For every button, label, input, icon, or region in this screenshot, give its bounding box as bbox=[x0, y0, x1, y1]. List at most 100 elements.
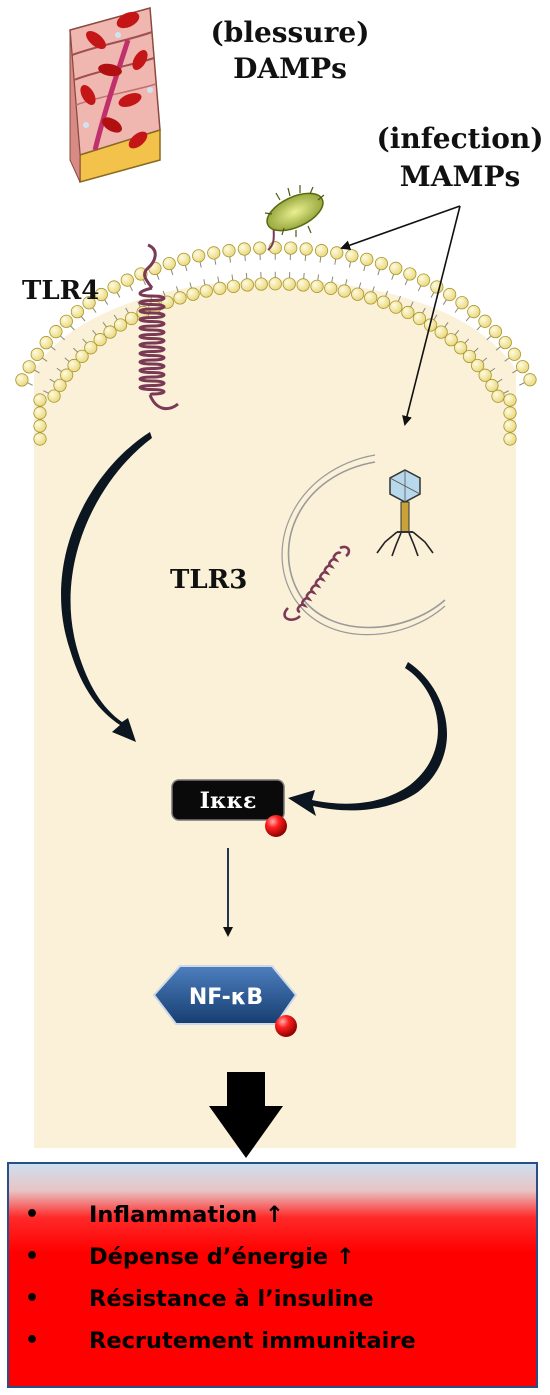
lipid-head bbox=[192, 249, 206, 263]
lipid-head bbox=[33, 432, 47, 446]
lipid-head bbox=[237, 242, 251, 256]
lipid-head bbox=[389, 300, 403, 314]
effect-item-insulin-resistance: • Résistance à l’insuline bbox=[9, 1278, 536, 1320]
mamps-arrow-to-phage bbox=[402, 205, 461, 426]
ikk-phospho-dot bbox=[265, 815, 287, 837]
nfkb-phospho-dot bbox=[275, 1015, 297, 1037]
lipid-head bbox=[467, 305, 481, 319]
lipid-head bbox=[471, 358, 485, 373]
lipid-head bbox=[94, 287, 108, 302]
lipid-head bbox=[310, 279, 324, 293]
bullet-icon: • bbox=[25, 1244, 40, 1269]
lipid-head bbox=[186, 287, 200, 301]
physiological-effects-box: • Inflammation ↑ • Dépense d’énergie ↑ •… bbox=[7, 1162, 538, 1388]
lipid-head bbox=[454, 341, 468, 355]
lipid-head bbox=[455, 296, 469, 310]
lipid-head bbox=[478, 314, 492, 328]
lipid-head bbox=[47, 389, 61, 403]
lipid-head bbox=[103, 325, 117, 339]
effect-item-label: Inflammation ↑ bbox=[89, 1202, 284, 1228]
lipid-head bbox=[33, 419, 47, 433]
bacterium-icon bbox=[264, 185, 325, 251]
lipid-head bbox=[337, 284, 351, 298]
lipid-head bbox=[503, 419, 517, 433]
tlr4-signal-arrow bbox=[61, 432, 152, 742]
damps-label: DAMPs bbox=[233, 52, 347, 85]
lipid-head bbox=[30, 347, 44, 361]
lipid-head bbox=[254, 277, 268, 291]
phage-icon bbox=[376, 469, 434, 557]
lipid-head bbox=[207, 246, 221, 260]
lipid-head bbox=[503, 393, 517, 407]
lipid-head bbox=[478, 368, 492, 382]
lipid-head bbox=[15, 373, 29, 387]
lipid-head bbox=[299, 242, 313, 256]
outcome-arrow bbox=[209, 1072, 283, 1158]
lipid-head bbox=[401, 305, 415, 320]
lipid-head bbox=[523, 373, 537, 387]
lipid-head bbox=[226, 279, 241, 293]
lipid-head bbox=[282, 277, 296, 291]
cell-membrane bbox=[15, 241, 537, 446]
lipid-head bbox=[314, 244, 329, 258]
lipid-head bbox=[403, 267, 417, 281]
lipid-head bbox=[177, 252, 191, 266]
tlr3-receptor-icon bbox=[283, 545, 351, 621]
bullet-icon: • bbox=[25, 1202, 40, 1227]
lipid-head bbox=[124, 311, 139, 326]
lipid-head bbox=[444, 333, 458, 347]
lipid-head bbox=[82, 296, 96, 310]
lipid-head bbox=[462, 349, 477, 364]
lipid-head bbox=[498, 335, 512, 350]
lipid-head bbox=[389, 261, 403, 275]
lipid-head bbox=[491, 389, 505, 403]
lipid-head bbox=[443, 287, 457, 302]
lipid-head bbox=[93, 333, 107, 347]
lipid-head bbox=[49, 325, 63, 339]
lipid-head bbox=[364, 291, 378, 305]
lipid-head bbox=[107, 280, 121, 294]
lipid-head bbox=[351, 287, 365, 301]
tlr4-receptor-icon bbox=[138, 243, 179, 411]
lipid-head bbox=[503, 406, 517, 420]
lipid-head bbox=[199, 284, 213, 298]
lipid-head bbox=[503, 432, 517, 446]
effect-item-label: Dépense d’énergie ↑ bbox=[89, 1244, 355, 1270]
lipid-head bbox=[222, 244, 236, 258]
ikk-epsilon-label: Ικκε bbox=[200, 788, 257, 814]
lipid-head bbox=[39, 336, 53, 350]
lipid-head bbox=[33, 393, 47, 407]
lipid-head bbox=[113, 318, 128, 332]
lipid-head bbox=[345, 249, 359, 263]
effect-item-label: Résistance à l’insuline bbox=[89, 1286, 374, 1312]
bullet-icon: • bbox=[25, 1286, 40, 1311]
lipid-head bbox=[120, 273, 134, 287]
lipid-head bbox=[67, 358, 81, 373]
lipid-head bbox=[485, 378, 499, 393]
lipid-head bbox=[60, 368, 74, 382]
lipid-head bbox=[53, 378, 67, 392]
lipid-head bbox=[268, 277, 282, 291]
lipid-head bbox=[330, 246, 344, 260]
tlr4-label: TLR4 bbox=[22, 276, 99, 306]
bullet-icon: • bbox=[25, 1328, 40, 1353]
endosome-membrane bbox=[287, 461, 446, 629]
ikk-epsilon-node: Ικκε bbox=[171, 779, 287, 837]
lipid-head bbox=[360, 252, 374, 266]
lipid-head bbox=[434, 325, 448, 339]
lipid-head bbox=[162, 256, 176, 271]
lipid-head bbox=[416, 273, 431, 287]
lipid-head bbox=[507, 347, 521, 361]
nfkb-node: NF-κB bbox=[152, 965, 298, 1037]
effect-item-inflammation: • Inflammation ↑ bbox=[9, 1194, 536, 1236]
lipid-head bbox=[253, 241, 267, 255]
lipid-head bbox=[59, 314, 73, 328]
effect-item-label: Recrutement immunitaire bbox=[89, 1328, 416, 1354]
lipid-head bbox=[376, 295, 391, 309]
infection-label: (infection) bbox=[376, 122, 543, 155]
tlr3-label: TLR3 bbox=[170, 565, 247, 595]
effect-item-immune-recruitment: • Recrutement immunitaire bbox=[9, 1320, 536, 1362]
lipid-head bbox=[374, 256, 389, 271]
lipid-head bbox=[173, 291, 187, 305]
